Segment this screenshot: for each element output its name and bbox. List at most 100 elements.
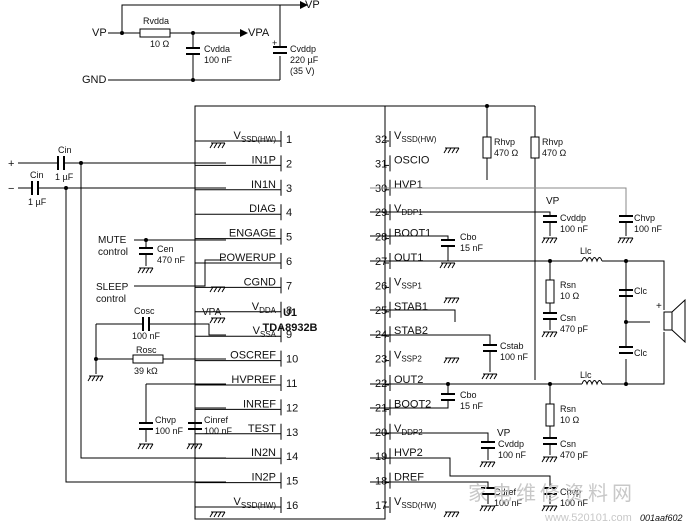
- stab-wires: [370, 309, 491, 372]
- cinref-name: Cinref: [204, 415, 229, 425]
- vddp1-wire: [370, 211, 551, 236]
- out1-wires: [370, 260, 665, 384]
- chvp-r3-value: 100 nF: [560, 498, 589, 508]
- rvdda-value: 10 Ω: [150, 39, 170, 49]
- pin-1-number: 1: [286, 134, 292, 146]
- pin-32-number: 32: [375, 134, 387, 146]
- ground-icon: [186, 443, 203, 450]
- osc-junction: [94, 357, 98, 361]
- pin-6-label: POWERUP: [219, 252, 276, 264]
- llc2-label: Llc: [580, 370, 592, 380]
- cen-name: Cen: [157, 244, 174, 254]
- rosc-resistor: [132, 354, 164, 364]
- ic-part: TDA8932B: [262, 322, 317, 334]
- pin-12-number: 12: [286, 402, 298, 414]
- pin-18-label: DREF: [394, 472, 424, 484]
- pin-32-label: VSSD(HW): [394, 130, 437, 144]
- csn2-cap: [543, 437, 557, 445]
- clc1-label: Clc: [634, 286, 647, 296]
- cvddp-value: 220 µF: [290, 55, 319, 65]
- hvp2-wire: [370, 457, 551, 504]
- cbo2-value: 15 nF: [460, 401, 484, 411]
- ground-icon: [481, 373, 498, 380]
- cvddp-r1-value: 100 nF: [560, 224, 589, 234]
- ground-icon: [137, 267, 154, 274]
- pin-15-label: IN2P: [252, 472, 276, 484]
- pin-10-label: OSCREF: [230, 350, 276, 362]
- ref-wires: [145, 383, 226, 442]
- pin-19-number: 19: [375, 451, 387, 463]
- cvddp-r1-cap: [543, 215, 557, 223]
- cvddp-name: Cvddp: [290, 44, 316, 54]
- ground-icon: [87, 375, 104, 382]
- input-plus: +: [8, 158, 14, 170]
- pin-2-label: IN1P: [252, 154, 276, 166]
- pin-25-label: STAB1: [394, 301, 428, 313]
- pin-24-label: STAB2: [394, 325, 428, 337]
- cdref-name: Cdref: [494, 487, 517, 497]
- cbo2-name: Cbo: [460, 390, 477, 400]
- cosc-name: Cosc: [134, 306, 155, 316]
- rosc-value: 39 kΩ: [134, 366, 158, 376]
- svg-text:+: +: [656, 301, 662, 312]
- pin-23-label: VSSP2: [394, 350, 422, 364]
- cin-top-value: 1 µF: [55, 172, 74, 182]
- pin-11-number: 11: [286, 378, 297, 390]
- ic-ref: U1: [283, 307, 297, 319]
- rhvp-wires: [385, 105, 536, 380]
- ground-icon: [443, 357, 460, 364]
- cvdda-name: Cvdda: [204, 44, 230, 54]
- csn1-name: Csn: [560, 313, 576, 323]
- pin-7-label: CGND: [244, 276, 276, 288]
- csn2-name: Csn: [560, 439, 576, 449]
- pin-1-label: VSSD(HW): [234, 130, 277, 144]
- cvdda-value: 100 nF: [204, 55, 233, 65]
- pin-9-number: 9: [286, 329, 292, 341]
- vpa-label: VPA: [248, 27, 270, 39]
- pin-27-number: 27: [375, 256, 387, 268]
- pin-23-number: 23: [375, 354, 387, 366]
- vp-out-label: VP: [305, 0, 320, 11]
- speaker-icon: +: [656, 298, 686, 344]
- supply-section: VP GND VP VPA Rvdda 10 Ω Cvdda 100 nF Cv…: [82, 0, 320, 86]
- out2-junction: [548, 382, 552, 386]
- cin-caps: [31, 156, 65, 195]
- hvp1-wire: [370, 187, 627, 216]
- pin-12-label: INREF: [243, 398, 276, 410]
- pin-16-number: 16: [286, 500, 298, 512]
- sleep-label: SLEEP: [96, 282, 129, 293]
- pin-29-label: VDDP1: [394, 203, 423, 217]
- watermark: 家电维修资料网: [468, 482, 636, 505]
- control-wires: [134, 239, 226, 287]
- pin-31-label: OSCIO: [394, 154, 430, 166]
- ground-icon: [617, 237, 634, 244]
- out1-junction: [624, 259, 628, 263]
- pin-14-number: 14: [286, 451, 298, 463]
- ground-icon: [439, 262, 456, 269]
- pin-22-label: OUT2: [394, 374, 423, 386]
- pin-13-number: 13: [286, 427, 298, 439]
- pin-8-label: VDDA: [252, 301, 277, 315]
- pin-2-number: 2: [286, 158, 292, 170]
- cosc-cap: [142, 317, 150, 331]
- cstab-cap: [483, 344, 497, 352]
- cbo2-cap: [441, 393, 455, 401]
- pin-17-number: 17: [375, 500, 387, 512]
- pin-30-label: HVP1: [394, 179, 423, 191]
- ground-icon: [443, 511, 460, 518]
- out2-wires: [370, 332, 665, 455]
- cvddp-polarity: +: [272, 38, 277, 48]
- ref-caps: [139, 422, 202, 430]
- rsn2-resistor: [545, 403, 555, 427]
- control-junction: [144, 238, 148, 242]
- pin-3-number: 3: [286, 183, 292, 195]
- cvddp-r2-name: Cvddp: [498, 439, 524, 449]
- pin-28-number: 28: [375, 232, 387, 244]
- osc-wires: [95, 323, 226, 374]
- pin-3-label: IN1N: [251, 179, 276, 191]
- pin-10-number: 10: [286, 354, 298, 366]
- cvddp-r2-cap: [481, 441, 495, 449]
- pin-14-label: IN2N: [251, 447, 276, 459]
